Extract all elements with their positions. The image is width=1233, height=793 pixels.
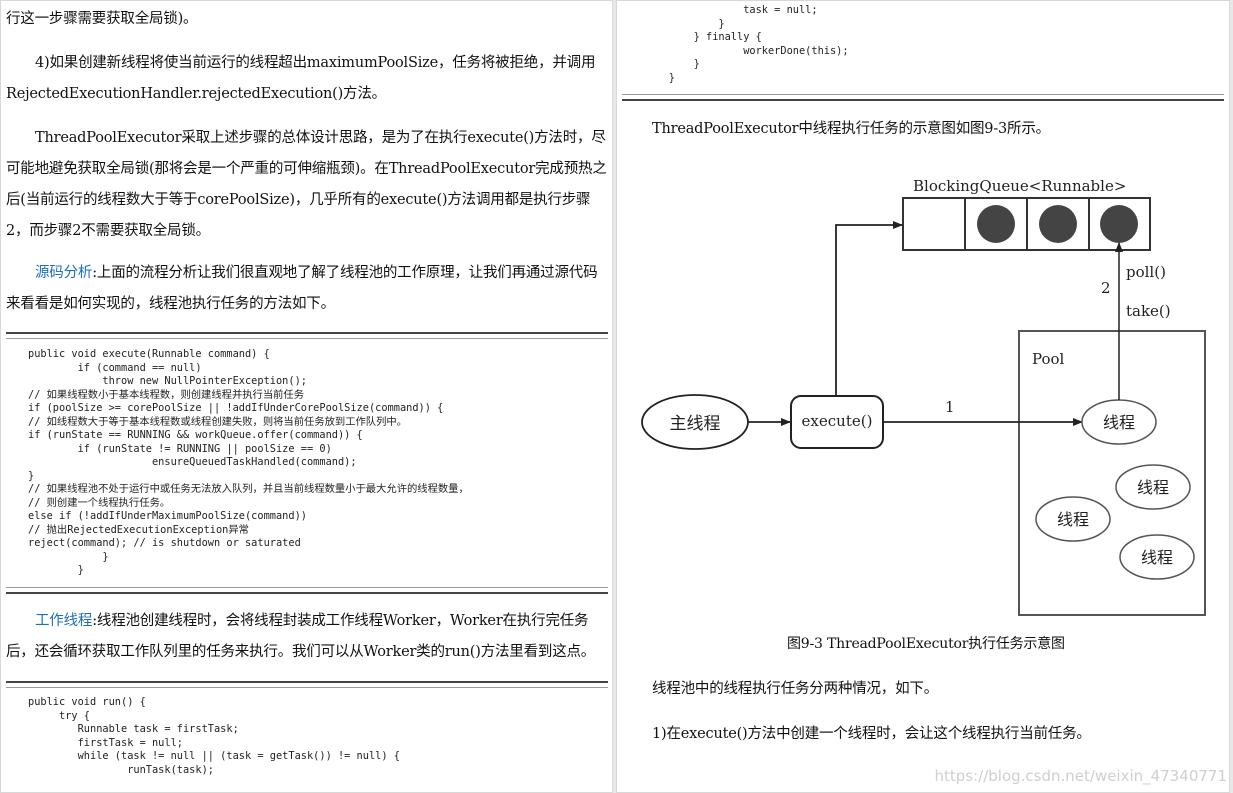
queued-task [977, 205, 1015, 243]
main-thread-label: 主线程 [670, 414, 721, 434]
code-rule-bottom [6, 587, 608, 594]
take-label: take() [1126, 302, 1171, 320]
watermark: https://blog.csdn.net/weixin_47340771 [934, 767, 1227, 785]
queued-task [1100, 205, 1138, 243]
paragraph: 1)在execute()方法中创建一个线程时，会让这个线程执行当前任务。 [652, 726, 1091, 742]
poll-label: poll() [1126, 263, 1166, 281]
thread-label: 线程 [1057, 510, 1089, 529]
source-analysis-label: 源码分析 [35, 265, 93, 281]
code-block-finally: task = null; } } finally { workerDone(th… [668, 4, 849, 84]
paragraph: 工作线程:线程池创建线程时，会将线程封装成工作线程Worker，Worker在执… [6, 606, 608, 668]
arrow-to-queue [835, 221, 903, 396]
thread-node [1115, 464, 1191, 510]
left-page: 行这一步骤需要获取全局锁)。 4)如果创建新线程将使当前运行的线程超出maxim… [0, 0, 613, 793]
code-rule-top [6, 332, 608, 339]
paragraph: ThreadPoolExecutor采取上述步骤的总体设计思路，是为了在执行ex… [6, 130, 607, 239]
right-page: task = null; } } finally { workerDone(th… [616, 0, 1230, 793]
thread-label: 线程 [1141, 548, 1173, 567]
paragraph-text: :线程池创建线程时，会将线程封装成工作线程Worker，Worker在执行完任务… [6, 613, 596, 660]
paragraph: 源码分析:上面的流程分析让我们很直观地了解了线程池的工作原理，让我们再通过源代码… [6, 258, 608, 320]
thread-label: 线程 [1137, 478, 1169, 497]
step1-label: 1 [945, 398, 955, 416]
pool-box [1018, 330, 1206, 616]
figure-caption: 图9-3 ThreadPoolExecutor执行任务示意图 [787, 636, 1065, 652]
worker-thread-label: 工作线程 [35, 613, 93, 629]
code-rule-top [6, 681, 608, 688]
step2-label: 2 [1101, 279, 1111, 297]
thread-node [1035, 496, 1111, 542]
execute-label: execute() [802, 412, 873, 430]
paragraph-text: :上面的流程分析让我们很直观地了解了线程池的工作原理，让我们再通过源代码来看看是… [6, 265, 598, 312]
paragraph: 线程池中的线程执行任务分两种情况，如下。 [652, 681, 938, 697]
figure-intro: ThreadPoolExecutor中线程执行任务的示意图如图9-3所示。 [652, 121, 1050, 137]
code-rule-bottom [622, 94, 1224, 101]
code-block-run: public void run() { try { Runnable task … [28, 696, 400, 776]
thread-label: 线程 [1103, 413, 1135, 432]
thread-node [1119, 534, 1195, 580]
queue-label: BlockingQueue<Runnable> [913, 177, 1126, 195]
paragraph: 行这一步骤需要获取全局锁)。 [6, 11, 198, 27]
queued-task [1039, 205, 1077, 243]
code-block-execute: public void execute(Runnable command) { … [28, 348, 469, 576]
pool-label: Pool [1032, 350, 1065, 368]
threadpool-diagram: BlockingQueue<Runnable> Pool 主线程 execute… [641, 177, 1206, 616]
blocking-queue [902, 197, 1151, 251]
paragraph: 4)如果创建新线程将使当前运行的线程超出maximumPoolSize，任务将被… [6, 55, 596, 102]
